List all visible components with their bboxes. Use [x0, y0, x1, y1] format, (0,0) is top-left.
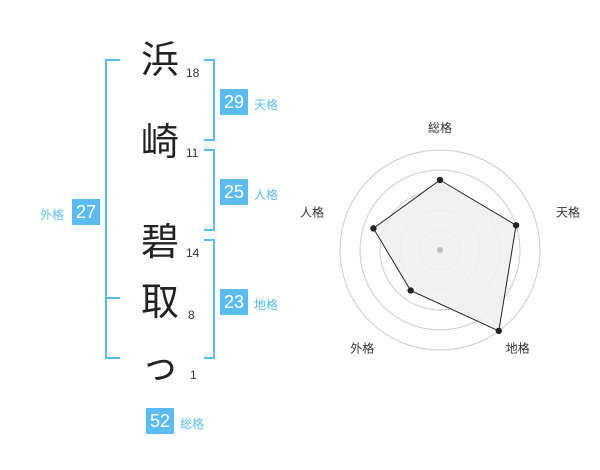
- gaikaku-badge: 27: [72, 199, 100, 225]
- soukaku-label: 総格: [180, 417, 205, 431]
- radar-ring-5: [339, 149, 541, 351]
- tenkaku-bracket: [204, 59, 215, 141]
- stroke-count-1: 18: [186, 66, 200, 80]
- stroke-count-2: 11: [186, 146, 199, 160]
- radar-axis-label-3: 地格: [506, 341, 530, 356]
- name-char-3: 碧: [140, 220, 179, 264]
- radar-axis-label-2: 天格: [556, 204, 580, 219]
- radar-point-1: [436, 176, 444, 184]
- tenkaku-badge: 29: [220, 89, 248, 115]
- chikaku-bracket: [204, 239, 215, 359]
- radar-point-5: [370, 225, 377, 232]
- name-char-1: 浜: [140, 38, 179, 82]
- radar-ring-4: [359, 169, 521, 331]
- radar-axis-label-5: 人格: [300, 204, 324, 219]
- jinkaku-label: 人格: [254, 188, 279, 202]
- radar-axis-label-4: 外格: [350, 341, 374, 356]
- chikaku-label: 地格: [254, 298, 279, 312]
- chikaku-badge: 23: [220, 289, 248, 315]
- radar-point-3: [495, 327, 502, 335]
- gaikaku-bracket: [105, 59, 120, 359]
- jinkaku-badge: 25: [220, 179, 248, 205]
- stroke-count-3: 14: [186, 246, 200, 260]
- soukaku-badge: 52: [146, 408, 174, 434]
- stroke-count-5: 1: [190, 368, 197, 382]
- stroke-count-4: 8: [188, 308, 195, 322]
- radar-point-4: [407, 287, 414, 294]
- jinkaku-bracket: [204, 149, 215, 231]
- radar-polygon: [372, 179, 517, 332]
- radar-point-2: [512, 222, 520, 229]
- name-char-5: っ: [140, 344, 179, 388]
- radar-center: [437, 247, 443, 253]
- gaikaku-label: 外格: [40, 208, 65, 222]
- radar-axis-label-1: 総格: [428, 120, 452, 135]
- name-char-2: 崎: [140, 120, 179, 164]
- name-char-4: 取: [140, 280, 179, 324]
- tenkaku-label: 天格: [254, 98, 279, 112]
